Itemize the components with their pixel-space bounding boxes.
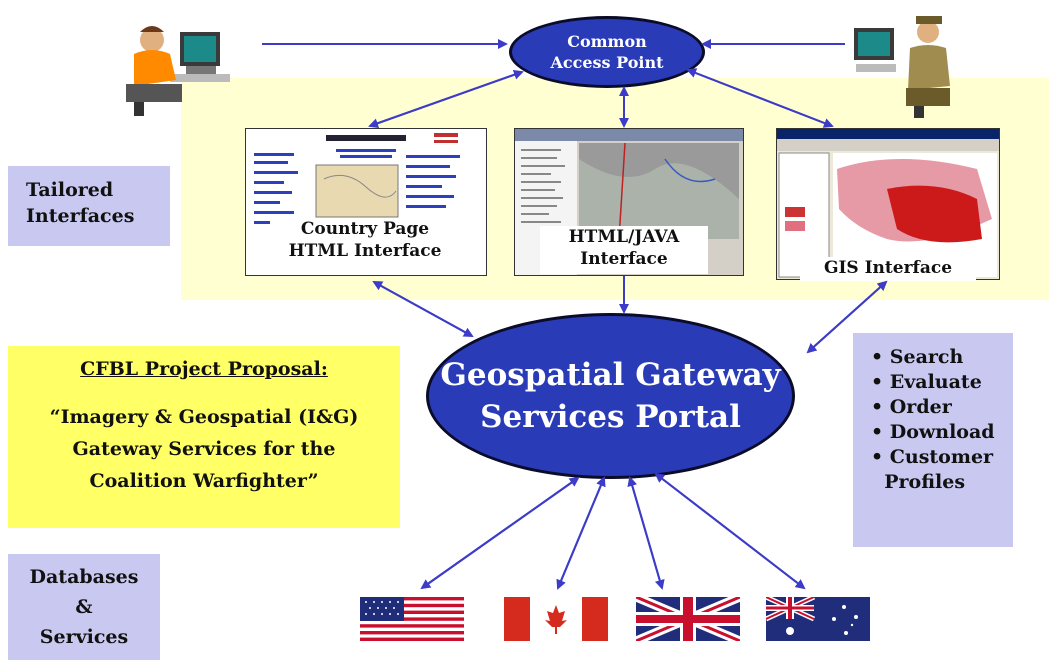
- databases-box: Databases & Services: [8, 554, 160, 660]
- tailored-interfaces-box: Tailored Interfaces: [8, 166, 170, 246]
- service-customer: • Customer: [871, 446, 994, 468]
- civilian-user-icon: [126, 26, 230, 116]
- databases-line1: Databases: [29, 566, 139, 588]
- services-list: • Search • Evaluate • Order • Download •…: [853, 333, 1013, 547]
- country-page-line2: HTML Interface: [288, 241, 442, 261]
- service-profiles: Profiles: [871, 471, 966, 493]
- us-flag: [360, 597, 464, 641]
- australia-flag: [766, 597, 870, 641]
- tailored-line1: Tailored: [26, 179, 114, 201]
- html-java-caption: HTML/JAVA Interface: [540, 226, 708, 274]
- databases-line2: &: [75, 596, 93, 618]
- gis-caption: GIS Interface: [800, 257, 976, 281]
- military-user-icon: [854, 16, 950, 118]
- portal-line1: Geospatial Gateway: [440, 357, 781, 393]
- gis-screenshot: [776, 128, 1000, 280]
- geospatial-gateway-portal[interactable]: Geospatial Gateway Services Portal: [426, 313, 795, 479]
- project-proposal-box: CFBL Project Proposal: “Imagery & Geospa…: [8, 346, 400, 528]
- proposal-line1: “Imagery & Geospatial (I&G): [49, 406, 359, 428]
- country-page-caption: Country Page HTML Interface: [270, 218, 460, 266]
- country-page-line1: Country Page: [300, 219, 430, 239]
- tailored-line2: Interfaces: [26, 205, 135, 227]
- proposal-heading: CFBL Project Proposal:: [80, 358, 328, 380]
- access-point-line2: Access Point: [550, 53, 664, 72]
- common-access-point[interactable]: Common Access Point: [509, 16, 705, 88]
- html-java-line1: HTML/JAVA: [568, 227, 680, 247]
- databases-line3: Services: [39, 626, 129, 648]
- service-order: • Order: [871, 396, 952, 418]
- gis-line1: GIS Interface: [823, 258, 953, 278]
- service-search: • Search: [871, 346, 964, 368]
- proposal-line3: Coalition Warfighter”: [89, 470, 319, 492]
- portal-line2: Services Portal: [480, 399, 741, 435]
- html-java-line2: Interface: [580, 249, 668, 269]
- service-download: • Download: [871, 421, 995, 443]
- service-evaluate: • Evaluate: [871, 371, 982, 393]
- uk-flag: [636, 597, 740, 641]
- proposal-line2: Gateway Services for the: [72, 438, 336, 460]
- gis-thumbnail: [777, 129, 999, 279]
- access-point-line1: Common: [567, 32, 647, 51]
- canada-flag: [504, 597, 608, 641]
